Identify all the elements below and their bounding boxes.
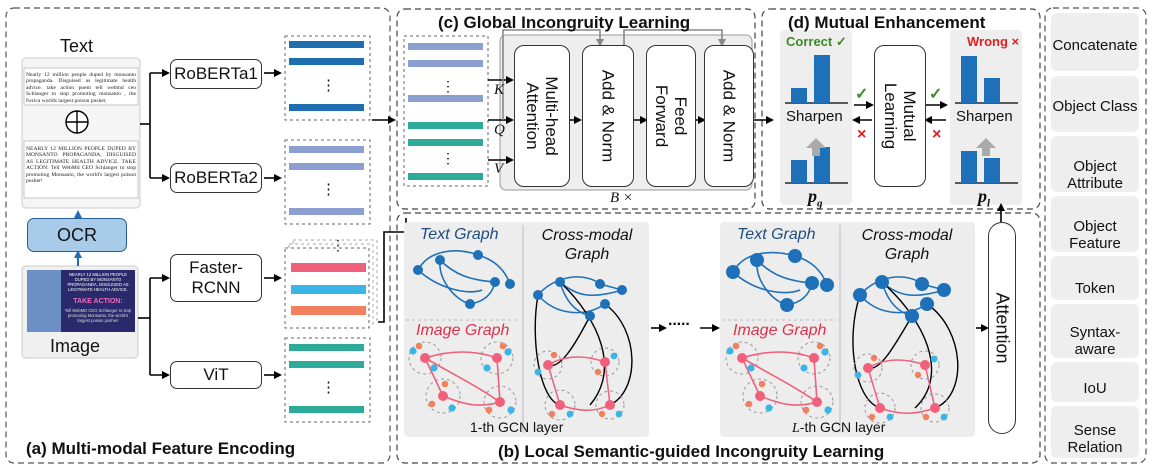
gcn-layer-L-label: L-th GCN layer bbox=[792, 419, 885, 437]
panel-c-caption: (c) Global Incongruity Learning bbox=[438, 13, 691, 32]
key-label: K bbox=[494, 82, 505, 98]
meme-caption-bottom: Tell WebMD CEO Schlanger to stop promoti… bbox=[64, 308, 132, 323]
roberta1-module: RoBERTa1 bbox=[170, 59, 262, 89]
legend-object-class: Object Class bbox=[1051, 76, 1139, 132]
feature-ellipsis: ⋮ bbox=[321, 379, 336, 396]
legend-iou-label: IoU bbox=[1083, 380, 1107, 397]
legend-concatenate-label: Concatenate bbox=[1052, 37, 1138, 54]
image-graph-1 bbox=[408, 341, 517, 419]
ocr-module: OCR bbox=[27, 218, 127, 252]
legend-token: Token bbox=[1051, 256, 1139, 300]
global-prob-subscript: g bbox=[817, 197, 823, 210]
feed-forward-block: Feed Forward bbox=[646, 45, 696, 187]
image-graph-L bbox=[725, 341, 834, 419]
repeat-count: B × bbox=[610, 190, 634, 206]
add-norm-label: Add & Norm bbox=[598, 69, 618, 163]
local-prob-subscript: l bbox=[987, 197, 991, 210]
kv-ellipsis: ⋮ bbox=[441, 150, 455, 166]
image-graph-label: Image Graph bbox=[416, 322, 510, 339]
global-prob-label: pg bbox=[808, 186, 823, 210]
legend-syntax-aware-label: Syntax-aware bbox=[1069, 324, 1121, 358]
meme-caption-top: NEARLY 12 MILLION PEOPLE DUPED BY MONSAN… bbox=[67, 272, 129, 292]
legend-object-attribute-label: Object Attribute bbox=[1067, 158, 1123, 192]
legend-object-attribute: Object Attribute bbox=[1051, 136, 1139, 192]
text-input-label: Text bbox=[60, 36, 94, 56]
sharpen-label: Sharpen bbox=[786, 108, 843, 125]
mutual-learning-block: Mutual Learning bbox=[874, 45, 926, 187]
kv-ellipsis: ⋮ bbox=[441, 78, 455, 94]
doc2-border bbox=[23, 140, 139, 199]
query-label: Q bbox=[494, 122, 505, 138]
cross-icon: × bbox=[932, 126, 942, 143]
cross-modal-graph-label: Cross-modal Graph bbox=[541, 227, 633, 263]
check-icon: ✓ bbox=[929, 86, 943, 103]
feature-ellipsis: ⋮ bbox=[321, 181, 336, 198]
cross-modal-graph-L bbox=[852, 275, 959, 424]
add-norm-block-2: Add & Norm bbox=[704, 45, 754, 187]
value-label: V bbox=[494, 161, 504, 177]
cross-modal-graph-label: Cross-modal Graph bbox=[861, 227, 953, 263]
layer-ellipsis: ····· bbox=[668, 316, 691, 333]
doc1-border bbox=[23, 67, 139, 106]
correct-label: Correct ✓ bbox=[786, 34, 847, 49]
image-input-label: Image bbox=[50, 336, 101, 356]
legend-iou: IoU bbox=[1051, 362, 1139, 402]
wrong-label: Wrong × bbox=[967, 34, 1020, 49]
add-norm-label: Add & Norm bbox=[719, 69, 739, 163]
feature-ellipsis: ⋮ bbox=[331, 237, 345, 253]
meme-caption-action: TAKE ACTION: bbox=[73, 298, 123, 305]
roberta2-module: RoBERTa2 bbox=[170, 163, 262, 193]
local-prob-label: pl bbox=[978, 186, 990, 210]
feature-ellipsis: ⋮ bbox=[321, 77, 336, 94]
multi-head-attention-block: Multi-head Attention bbox=[514, 45, 570, 187]
panel-d-border bbox=[761, 8, 1041, 210]
ocr-text-sample: Nearly 12 million people duped by monsan… bbox=[26, 72, 136, 104]
meme-image-photo bbox=[27, 270, 61, 332]
check-icon: ✓ bbox=[855, 86, 869, 103]
text-graph-label: Text Graph bbox=[420, 226, 499, 243]
legend-object-feature-label: Object Feature bbox=[1069, 218, 1121, 252]
vit-module: ViT bbox=[170, 361, 262, 389]
add-norm-block: Add & Norm bbox=[582, 45, 634, 187]
faster-rcnn-module: Faster-RCNN bbox=[170, 254, 262, 302]
panel-b-border bbox=[396, 212, 1041, 464]
text-graph-label: Text Graph bbox=[737, 226, 816, 243]
cross-icon: × bbox=[857, 126, 867, 143]
panel-d-caption: (d) Mutual Enhancement bbox=[788, 13, 986, 32]
mutual-learning-label: Mutual Learning bbox=[881, 82, 919, 150]
legend-concatenate: Concatenate bbox=[1051, 13, 1139, 71]
graph-panel-L bbox=[720, 222, 975, 437]
feed-forward-label: Feed Forward bbox=[652, 84, 690, 148]
panel-c-border bbox=[396, 8, 756, 210]
legend-border bbox=[1044, 7, 1147, 464]
legend-object-feature: Object Feature bbox=[1051, 196, 1139, 252]
legend-object-class-label: Object Class bbox=[1052, 98, 1138, 115]
legend-token-label: Token bbox=[1074, 280, 1116, 297]
gcn-layer-1-label: 1-th GCN layer bbox=[470, 419, 564, 435]
attention-block: Attention bbox=[988, 222, 1016, 434]
local-prob-symbol: p bbox=[978, 186, 987, 206]
legend-sense-relation: Sense Relation bbox=[1051, 406, 1139, 458]
layer-suffix: -th GCN layer bbox=[799, 419, 886, 435]
original-text-sample: NEARLY 12 MILLION PEOPLE DUPED BY MONSAN… bbox=[26, 146, 136, 185]
global-prob-symbol: p bbox=[808, 186, 817, 206]
panel-a-caption: (a) Multi-modal Feature Encoding bbox=[26, 439, 296, 458]
meme-image-thumbnail: NEARLY 12 MILLION PEOPLE DUPED BY MONSAN… bbox=[27, 270, 135, 332]
panel-b-caption: (b) Local Semantic-guided Incongruity Le… bbox=[498, 442, 885, 461]
image-graph-label: Image Graph bbox=[733, 322, 827, 339]
attention-label: Attention bbox=[992, 292, 1013, 364]
panel-a-border bbox=[5, 7, 391, 464]
layer-index-symbol: L bbox=[792, 421, 800, 436]
sharpen-label: Sharpen bbox=[956, 108, 1013, 125]
legend-syntax-aware: Syntax-aware bbox=[1051, 304, 1139, 358]
multi-head-attention-label: Multi-head Attention bbox=[523, 76, 561, 156]
legend-sense-relation-label: Sense Relation bbox=[1067, 422, 1123, 456]
cross-modal-graph-1 bbox=[533, 276, 633, 421]
